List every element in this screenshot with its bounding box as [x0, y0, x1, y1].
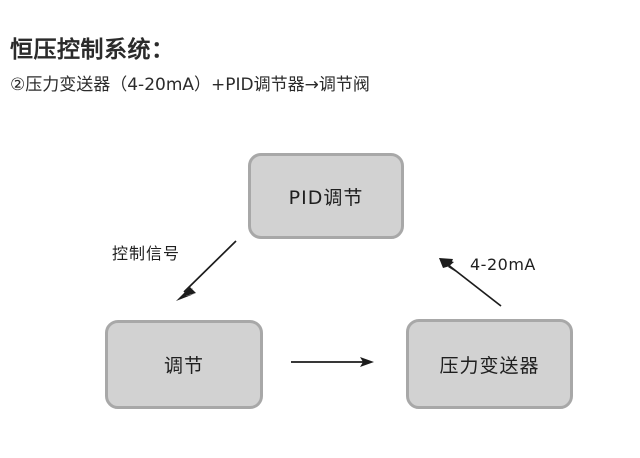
node-pressure-transmitter[interactable]: 压力变送器: [406, 319, 573, 409]
node-pid-controller[interactable]: PID调节: [248, 153, 404, 239]
arrow-valve-to-transmitter: [291, 357, 374, 367]
node-pid-controller-label: PID调节: [288, 186, 364, 209]
edge-label-current-range: 4-20mA: [470, 255, 536, 274]
edge-label-control-signal: 控制信号: [112, 244, 181, 263]
arrow-transmitter-to-pid: [439, 258, 502, 307]
node-pressure-transmitter-label: 压力变送器: [439, 354, 540, 377]
page-title: 恒压控制系统：: [10, 37, 175, 63]
page-subtitle: ②压力变送器（4-20mA）+PID调节器→调节阀: [10, 75, 370, 95]
arrow-pid-to-valve: [176, 240, 237, 301]
node-regulator-label: 调节: [163, 355, 204, 377]
node-regulator[interactable]: 调节: [105, 320, 263, 409]
